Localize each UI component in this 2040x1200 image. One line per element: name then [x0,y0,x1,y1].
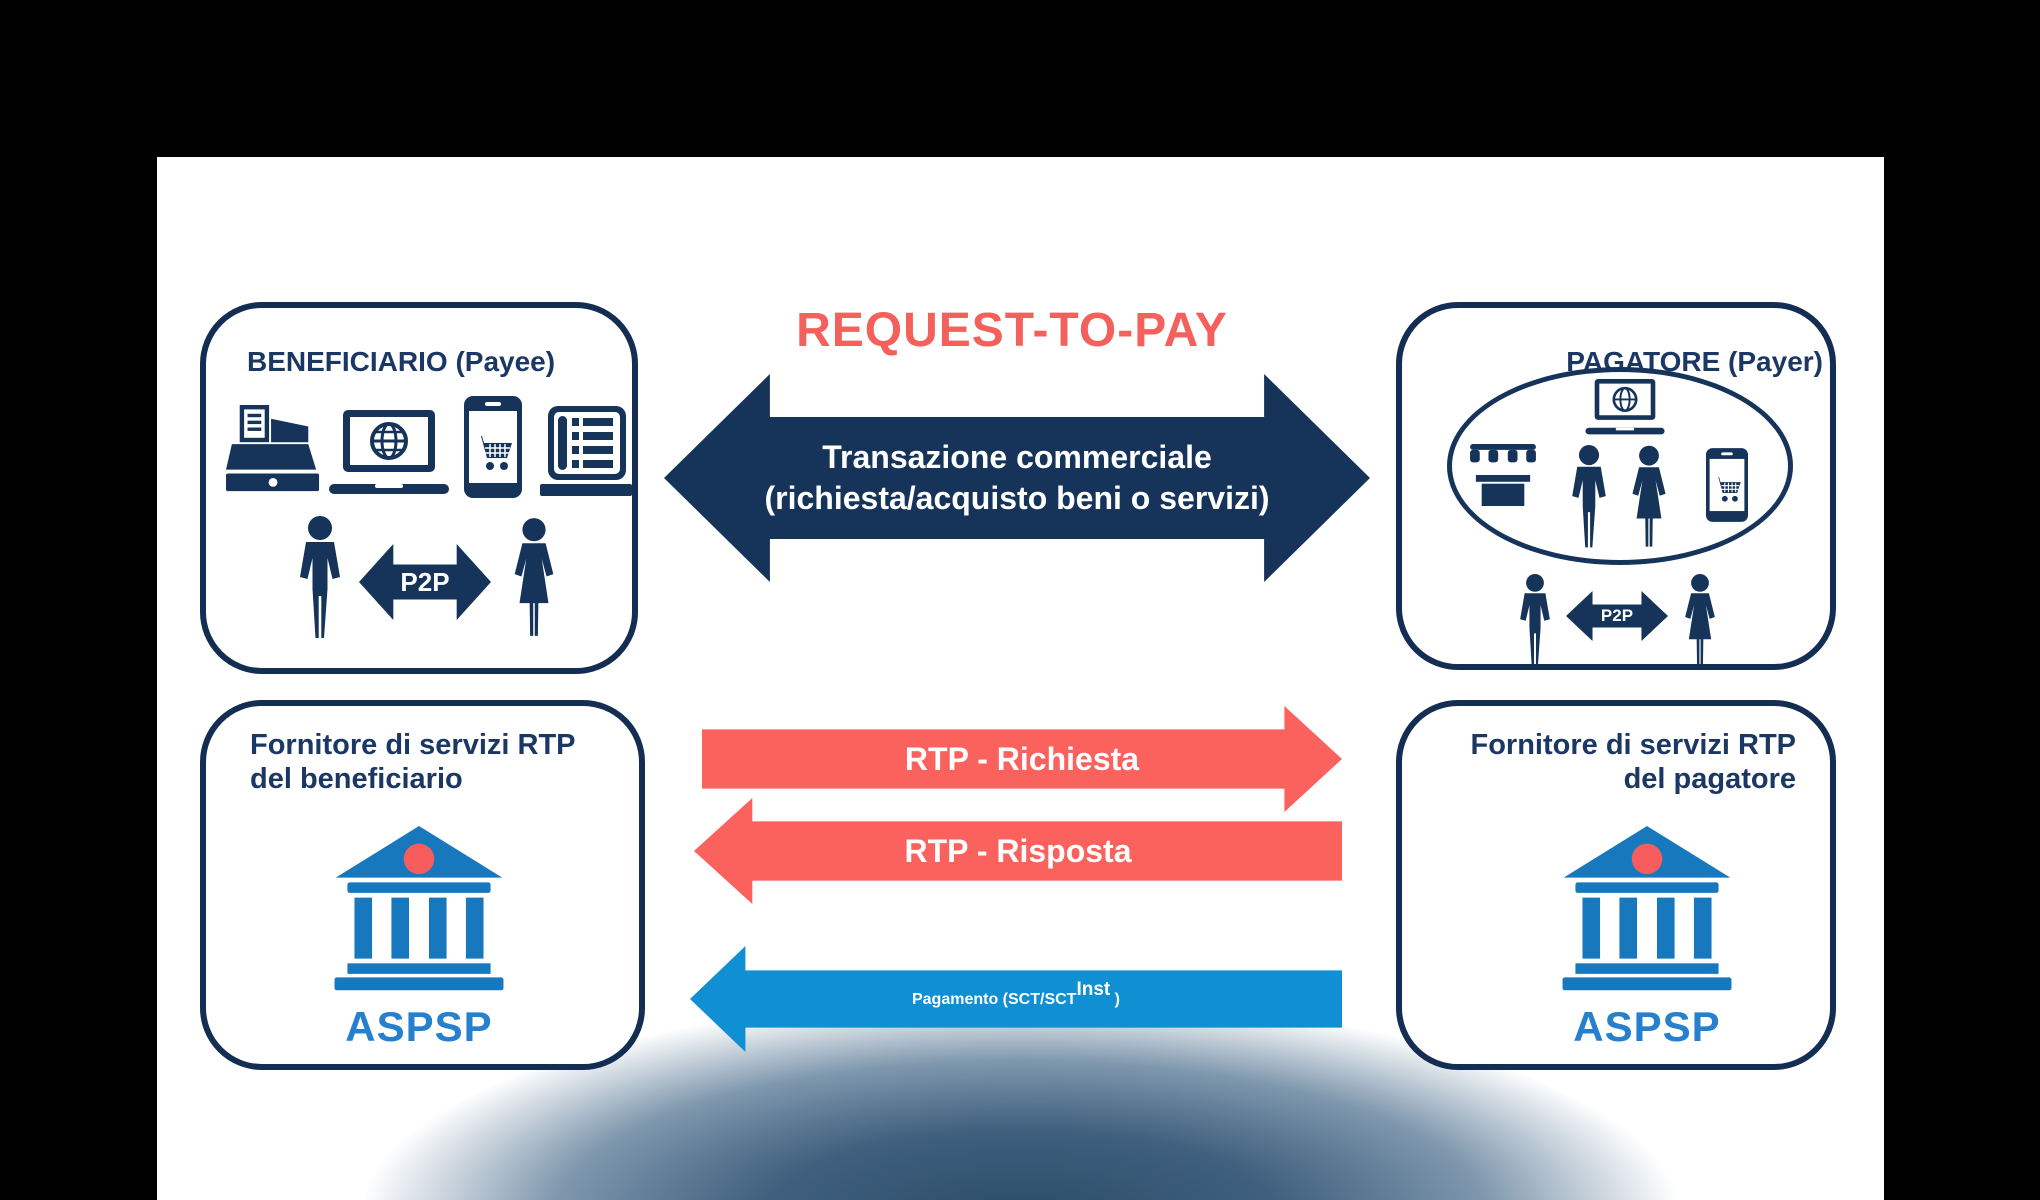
payee-provider-title-line2: del beneficiario [250,763,463,795]
payee-provider-title: Fornitore di servizi RTP del beneficiari… [250,728,576,796]
diagram-title: REQUEST-TO-PAY [796,304,1228,357]
p2p-arrow: P2P [359,544,491,620]
bank-icon [334,826,504,991]
laptop-globe-icon [329,410,449,494]
payer-provider-title-line1: Fornitore di servizi RTP [1470,729,1797,761]
woman-icon [1685,574,1715,665]
commercial-transaction-line1: Transazione commerciale [822,439,1212,475]
bank-icon [1562,826,1732,991]
payment-label-superscript: Inst [1076,979,1111,1000]
woman-icon [514,518,554,636]
rtp-request-label: RTP - Richiesta [904,740,1140,777]
payment-label: Pagamento (SCT/SCTInst ) [911,979,1121,1008]
aspsp-label: ASPSP [1573,1003,1721,1050]
payee-provider-box: Fornitore di servizi RTP del beneficiari… [200,700,645,1070]
rtp-response-arrow: RTP - Risposta [694,798,1342,904]
laptop-globe-icon [1585,379,1665,435]
rtp-request-arrow: RTP - Richiesta [702,706,1342,812]
payee-provider-title-line1: Fornitore di servizi RTP [250,729,576,761]
p2p-label: P2P [400,566,450,597]
receipt-icon [540,406,632,496]
market-stall-icon [1470,444,1536,506]
cash-register-icon [226,404,320,492]
man-icon [1572,445,1606,548]
payer-ellipse [1447,367,1793,565]
payer-provider-title-line2: del pagatore [1623,763,1796,795]
payee-box-title: BENEFICIARIO (Payee) [247,346,556,377]
man-icon [1520,574,1550,665]
commercial-transaction-line2: (richiesta/acquisto beni o servizi) [764,480,1270,516]
slide: REQUEST-TO-PAY BENEFICIARIO (Payee) [157,157,1884,1200]
payer-provider-title: Fornitore di servizi RTP del pagatore [1456,728,1797,796]
smartphone-cart-icon [464,396,522,498]
smartphone-cart-icon [1706,448,1748,522]
man-icon [300,516,340,638]
commercial-transaction-arrow: Transazione commerciale (richiesta/acqui… [664,374,1370,582]
rtp-response-label: RTP - Risposta [904,832,1132,869]
aspsp-label: ASPSP [345,1003,493,1050]
payee-box: BENEFICIARIO (Payee) [200,302,638,674]
payer-provider-box: Fornitore di servizi RTP del pagatore AS… [1396,700,1836,1070]
p2p-label: P2P [1600,606,1634,625]
woman-icon [1632,445,1666,547]
